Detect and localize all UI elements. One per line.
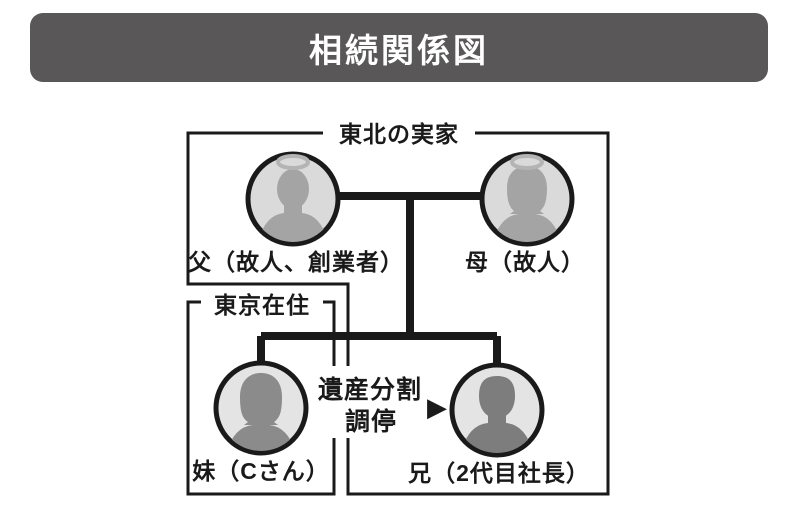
arrow-right-icon: ▶: [427, 392, 447, 422]
mother-label: 母（故人）: [465, 249, 585, 275]
tohoku-label-gap: [323, 118, 475, 148]
mother-bust-silhouette: [491, 203, 563, 242]
tohoku-household-box: [186, 131, 610, 496]
sister-avatar-icon: [213, 360, 309, 456]
father-label: 父（故人、創業者）: [188, 249, 404, 275]
brother-label: 兄（2代目社長）: [407, 460, 590, 486]
tokyo-label-gap: [201, 290, 323, 317]
diagram-title: 相続関係図: [309, 31, 489, 69]
mother-head-silhouette: [507, 166, 547, 214]
mediation-label-line1: 遺産分割: [318, 375, 422, 404]
tokyo-residence-label: 東京在住: [214, 292, 310, 318]
mother-halo-icon: [510, 154, 544, 170]
tohoku-household-label: 東北の実家: [339, 121, 459, 147]
brother-bust-silhouette: [459, 410, 535, 453]
family-connector-lines: [257, 192, 527, 372]
sister-head-silhouette: [240, 373, 282, 425]
sister-label: 妹（Cさん）: [192, 458, 330, 484]
brother-head-silhouette: [479, 376, 515, 418]
mother-avatar-icon: [479, 151, 575, 247]
father-halo-icon: [276, 154, 310, 170]
mediation-label-line2: 調停: [345, 407, 397, 436]
mediation-note-background: [314, 366, 426, 438]
sister-bust-silhouette: [225, 414, 297, 451]
father-bust-silhouette: [256, 199, 330, 242]
father-avatar-icon: [245, 151, 341, 247]
brother-avatar-icon: [449, 362, 545, 458]
diagram-title-bar: 相続関係図: [30, 13, 768, 82]
